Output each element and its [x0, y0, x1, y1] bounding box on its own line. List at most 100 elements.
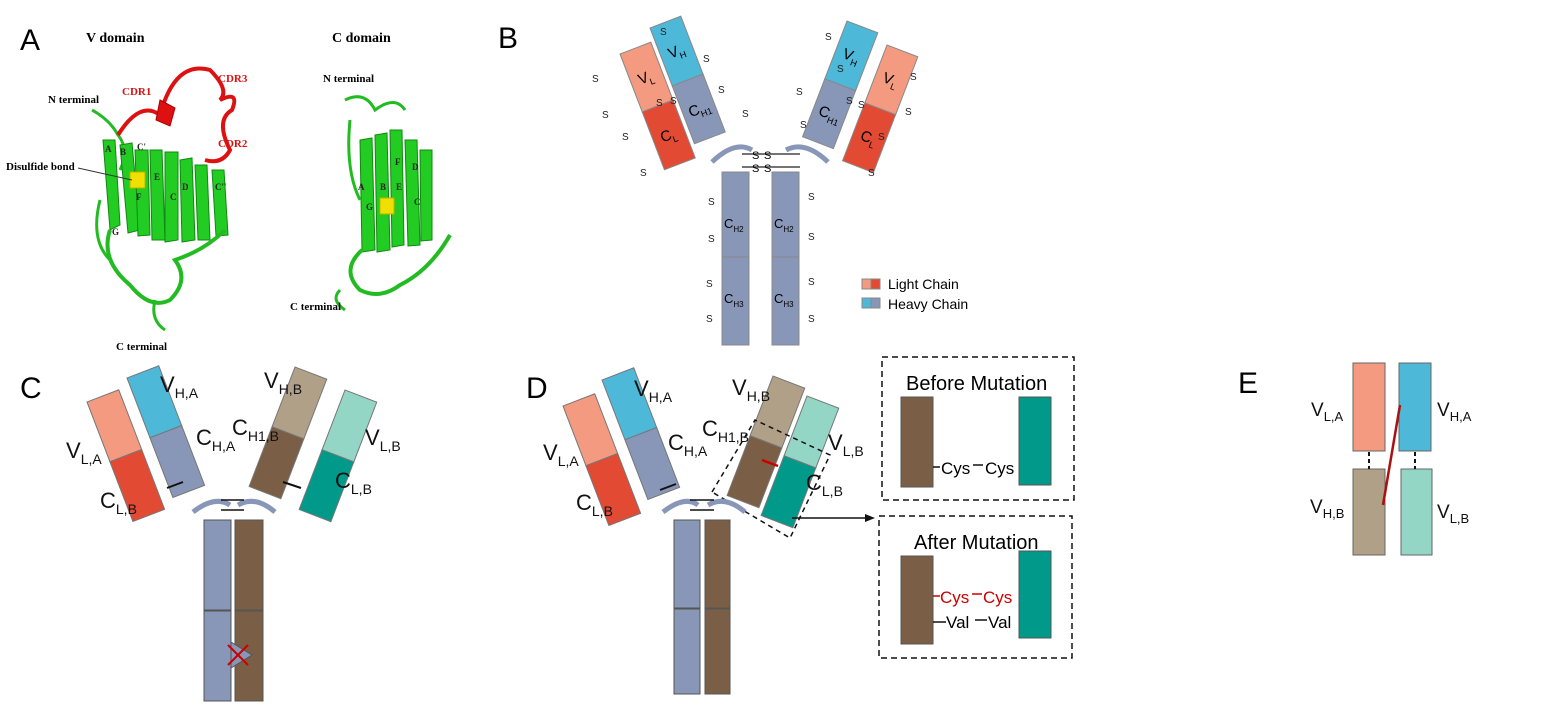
svg-text:S: S	[708, 234, 715, 245]
svg-text:S: S	[640, 168, 647, 179]
svg-text:S: S	[796, 87, 803, 98]
c-fc-heavy-a-lower	[203, 610, 232, 702]
svg-text:S: S	[868, 168, 875, 179]
after-val-left: Val	[946, 613, 969, 632]
svg-text:CH1,B: CH1,B	[232, 415, 279, 444]
svg-text:S: S	[764, 163, 771, 175]
disulfide-bond-label: Disulfide bond	[6, 161, 75, 173]
legend-light-chain: Light Chain	[888, 276, 959, 292]
panel-c: C VL,A CL,B	[20, 365, 401, 702]
disulfide-pointer-line	[77, 167, 133, 181]
panel-e: E VL,A VH,A VH,B VL,B	[1238, 362, 1472, 556]
d-before-mutation-inset: Before Mutation Cys Cys	[881, 356, 1075, 501]
svg-text:E: E	[396, 182, 402, 192]
c-c-terminal-label: C terminal	[290, 301, 341, 313]
cdr1-label: CDR1	[122, 86, 151, 98]
cdr3-label: CDR3	[218, 73, 248, 85]
svg-text:F: F	[395, 157, 401, 167]
b-ch3-right	[771, 256, 800, 346]
svg-text:E: E	[154, 172, 160, 182]
after-val-right: Val	[988, 613, 1011, 632]
svg-text:S: S	[878, 132, 885, 143]
legend-heavy-chain: Heavy Chain	[888, 296, 968, 312]
svg-text:S: S	[602, 110, 609, 121]
svg-text:CL,B: CL,B	[806, 470, 843, 499]
c-fc-heavy-a-upper	[203, 519, 232, 611]
svg-text:CH,A: CH,A	[196, 425, 236, 454]
svg-text:G: G	[366, 202, 373, 212]
panel-e-letter: E	[1238, 367, 1258, 400]
panel-d: D VL,A CL,B VH,A	[526, 356, 1075, 695]
e-vh-a	[1398, 362, 1432, 452]
svg-text:S: S	[764, 150, 771, 162]
svg-text:S: S	[622, 132, 629, 143]
b-legend: Light Chain Heavy Chain	[861, 276, 968, 312]
svg-text:S: S	[752, 150, 759, 162]
svg-text:A: A	[358, 182, 365, 192]
svg-text:F: F	[136, 192, 142, 202]
svg-text:D: D	[182, 182, 189, 192]
b-ch2-right	[771, 171, 800, 258]
svg-text:S: S	[846, 96, 853, 107]
svg-text:VL,A: VL,A	[1311, 400, 1344, 424]
c-light-chain-a	[86, 389, 166, 523]
svg-text:B: B	[380, 182, 386, 192]
svg-text:VH,B: VH,B	[1310, 497, 1344, 521]
svg-text:VH,A: VH,A	[634, 376, 673, 405]
svg-text:S: S	[660, 27, 667, 38]
v-strand-labels: A B C' E F D C C'' G	[105, 142, 227, 237]
svg-text:D: D	[412, 162, 419, 172]
before-mutation-title: Before Mutation	[906, 373, 1047, 395]
svg-text:C'': C''	[215, 182, 227, 192]
c-domain-labels: VL,A CL,B VH,A CH,A VH,B CH1,B VL,B CL,B	[66, 368, 401, 517]
after-cys-left: Cys	[940, 588, 969, 607]
svg-text:S: S	[837, 64, 844, 75]
svg-text:S: S	[656, 98, 663, 109]
d-light-chain-b	[760, 395, 840, 529]
svg-text:S: S	[706, 279, 713, 290]
d-after-mutation-inset: After Mutation Cys Cys Val Val	[878, 515, 1073, 659]
c-heavy-chain-a	[126, 365, 206, 499]
svg-text:VH,A: VH,A	[1437, 400, 1472, 424]
svg-text:VL,B: VL,B	[828, 430, 864, 459]
c-n-terminal-label: N terminal	[323, 73, 374, 85]
e-vh-b	[1352, 468, 1386, 556]
c-fc-heavy-b-upper	[234, 519, 264, 611]
svg-text:S: S	[706, 314, 713, 325]
svg-text:S: S	[808, 232, 815, 243]
b-hinge-left	[710, 144, 754, 164]
b-ch1-right	[801, 78, 857, 150]
c-light-chain-b	[298, 389, 378, 523]
c-heavy-chain-b	[248, 366, 328, 500]
panel-a-letter: A	[20, 24, 40, 57]
svg-text:VL,B: VL,B	[1437, 502, 1469, 526]
e-vl-b	[1400, 468, 1433, 556]
svg-text:S: S	[910, 72, 917, 83]
c-strand-labels: F D A B E C G	[358, 157, 421, 212]
svg-text:S: S	[742, 109, 749, 120]
v-n-terminal-label: N terminal	[48, 94, 99, 106]
v-domain-structure	[91, 66, 237, 332]
svg-text:S: S	[752, 163, 759, 175]
svg-text:S: S	[808, 314, 815, 325]
svg-text:S: S	[703, 54, 710, 65]
cdr2-label: CDR2	[218, 138, 248, 150]
svg-text:S: S	[858, 100, 865, 111]
svg-text:S: S	[808, 277, 815, 288]
d-heavy-chain-a	[601, 367, 681, 501]
svg-text:C: C	[170, 192, 177, 202]
b-right-heavy-chain: VH CH1	[801, 20, 879, 150]
svg-text:B: B	[120, 147, 126, 157]
svg-text:CH1,B: CH1,B	[702, 416, 749, 445]
svg-text:S: S	[670, 96, 677, 107]
d-heavy-chain-b	[726, 375, 806, 509]
e-cross-disulfide	[1381, 404, 1402, 506]
panel-a: A V domain C domain N terminal C termina…	[6, 24, 452, 353]
after-cys-right: Cys	[983, 588, 1012, 607]
b-ch1-left	[671, 73, 726, 145]
panel-b-letter: B	[498, 22, 518, 55]
b-left-light-chain: VL CL	[619, 41, 696, 171]
b-cl-left	[641, 99, 696, 171]
